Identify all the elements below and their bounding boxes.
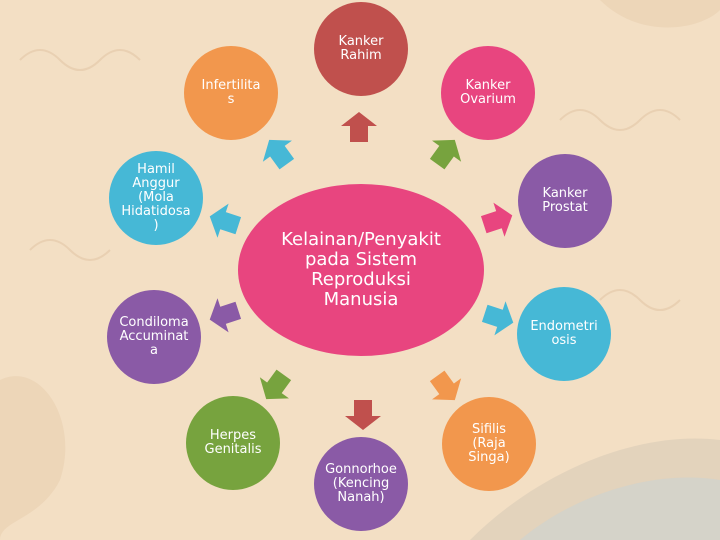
arrow-to-hamil-anggur — [204, 199, 244, 243]
node-label: Kanker Rahim — [338, 34, 384, 63]
node-kanker-rahim: Kanker Rahim — [314, 2, 408, 96]
node-label: Sifilis (Raja Singa) — [468, 422, 510, 465]
node-endometriosis: Endometri osis — [517, 287, 611, 381]
node-label: Kanker Ovarium — [460, 78, 516, 107]
node-kanker-ovarium: Kanker Ovarium — [441, 46, 535, 140]
node-condiloma: Condiloma Accuminat a — [107, 290, 201, 384]
node-infertilitas: Infertilita s — [184, 46, 278, 140]
node-gonnorhoe: Gonnorhoe (Kencing Nanah) — [314, 437, 408, 531]
node-label: Kanker Prostat — [542, 186, 588, 215]
node-label: Hamil Anggur (Mola Hidatidosa ) — [121, 162, 191, 233]
arrow-to-kanker-rahim — [341, 112, 377, 142]
central-topic-label: Kelainan/Penyakit pada Sistem Reproduksi… — [281, 229, 441, 310]
arrow-to-sifilis — [423, 365, 470, 410]
central-topic-circle: Kelainan/Penyakit pada Sistem Reproduksi… — [238, 184, 484, 356]
node-label: Infertilita s — [201, 78, 261, 107]
node-label: Gonnorhoe (Kencing Nanah) — [325, 462, 397, 505]
arrow-to-infertilitas — [255, 129, 302, 174]
node-kanker-prostat: Kanker Prostat — [518, 154, 612, 248]
arrow-to-herpes — [252, 364, 299, 409]
node-label: Endometri osis — [530, 319, 598, 348]
node-label: Herpes Genitalis — [204, 428, 262, 457]
arrow-to-gonnorhoe — [345, 400, 381, 430]
node-hamil-anggur: Hamil Anggur (Mola Hidatidosa ) — [109, 151, 203, 245]
arrow-to-endometriosis — [479, 296, 519, 340]
node-label: Condiloma Accuminat a — [119, 315, 189, 358]
node-herpes-genitalis: Herpes Genitalis — [186, 396, 280, 490]
node-sifilis: Sifilis (Raja Singa) — [442, 397, 536, 491]
arrow-to-kanker-prostat — [478, 198, 518, 242]
arrow-to-kanker-ovarium — [423, 129, 470, 174]
arrow-to-condiloma — [204, 293, 244, 337]
